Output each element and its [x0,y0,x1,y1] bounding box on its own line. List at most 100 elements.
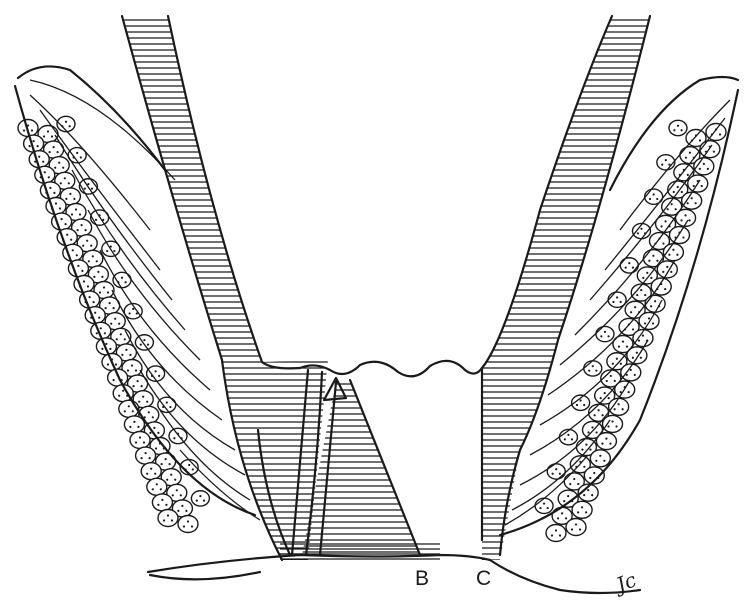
lobule-dot [90,245,92,247]
lobule-dot [101,348,103,350]
lobule-dot [29,145,31,147]
lobule-dot [76,152,78,154]
lobule-dot [82,245,84,247]
lobule-dot [628,391,630,393]
lobule-dot [133,385,135,387]
fat-lobule [645,295,665,312]
lobule-dot [605,438,607,440]
lobule-dot [84,188,86,190]
fat-lobule [152,494,172,511]
lobule-dot [713,151,715,153]
fat-lobule [124,416,144,433]
lobule-dot [71,213,73,215]
lobule-dot [155,447,157,449]
fat-lobule [158,510,178,527]
fat-lobule [136,447,156,464]
lobule-dot [180,494,182,496]
lobule-dot [146,473,148,475]
lobule-dot [689,152,691,154]
fat-lobule [603,415,623,432]
lobule-dot [114,318,116,320]
lobule-dot [121,277,123,279]
lobule-dot [53,146,55,148]
lobule-dot [150,468,152,470]
fat-lobule [191,491,209,506]
mucosal-surface [300,361,482,376]
lobule-dot [188,464,190,466]
lobule-dot [161,499,163,501]
lobule-dot [640,357,642,359]
lobule-dot [703,163,705,165]
lobule-dot [129,426,131,428]
lobule-dot [173,437,175,439]
fat-lobule [657,155,675,170]
lobule-dot [609,443,611,445]
lobule-dot [592,365,594,367]
lobule-dot [636,352,638,354]
lobule-dot [96,332,98,334]
lobule-dot [539,507,541,509]
lobule-dot [49,187,51,189]
lobule-dot [719,133,721,135]
lobule-dot [630,311,632,313]
lobule-dot [170,474,172,476]
lobule-dot [685,157,687,159]
lobule-dot [93,301,95,303]
fat-lobule [669,120,687,135]
lobule-dot [564,438,566,440]
fat-lobule [639,312,659,329]
lobule-dot [58,162,60,164]
lobule-dot [664,220,666,222]
lobule-dot [573,478,575,480]
lobule-dot [646,272,648,274]
lobule-dot [583,466,585,468]
lobule-dot [148,411,150,413]
fat-lobule [620,258,638,273]
lobule-dot [42,161,44,163]
lobule-dot [583,404,585,406]
lobule-dot [113,250,115,252]
lobule-dot [616,296,618,298]
lobule-dot [664,288,666,290]
lobule-dot [677,125,679,127]
lobule-dot [580,399,582,401]
lobule-dot [33,140,35,142]
lobule-dot [85,229,87,231]
lobule-dot [191,525,193,527]
lobule-dot [145,452,147,454]
lobule-dot [656,198,658,200]
lobule-dot [88,260,90,262]
lobule-dot [69,125,71,127]
lobule-dot [169,406,171,408]
lobule-dot [675,208,677,210]
lobule-dot [612,301,614,303]
lobule-dot [118,323,120,325]
lobule-dot [571,528,573,530]
fat-lobule [590,450,610,467]
lobule-dot [595,460,597,462]
lobule-dot [38,156,40,158]
lobule-dot [109,302,111,304]
lobule-dot [634,306,636,308]
lobule-dot [684,214,686,216]
lobule-dot [157,504,159,506]
lobule-dot [176,489,178,491]
lobule-dot [49,151,51,153]
lobule-dot [575,523,577,525]
lobule-dot [153,427,155,429]
lobule-dot [177,510,179,512]
lobule-dot [120,333,122,335]
lobule-dot [563,500,565,502]
lobule-dot [688,219,690,221]
lobule-dot [131,364,133,366]
lobule-dot [125,349,127,351]
lobule-dot [156,483,158,485]
lobule-dot [626,345,628,347]
lobule-dot [143,441,145,443]
lobule-dot [681,129,683,131]
lobule-dot [107,363,109,365]
lobule-dot [68,182,70,184]
lobule-dot [585,444,587,446]
lobule-dot [693,185,695,187]
